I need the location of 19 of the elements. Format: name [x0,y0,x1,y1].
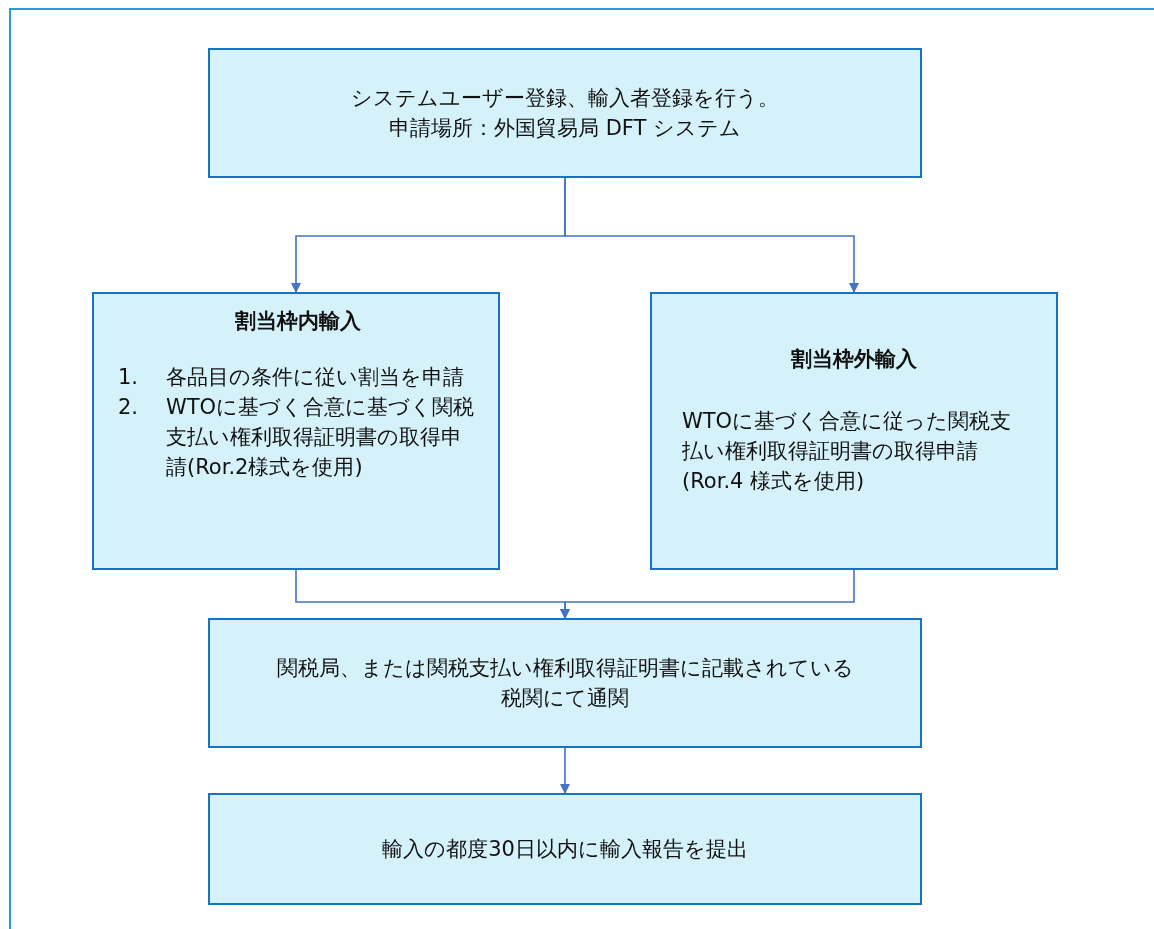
arrow [560,569,855,619]
arrow [564,177,859,293]
box-text: 関税局、または関税支払い権利取得証明書に記載されている税関にて通関 [275,655,855,712]
process-box [208,793,922,905]
box-text: 輸入の都度30日以内に輸入報告を提出 [382,836,748,863]
box-heading: 割当枠外輸入 [791,346,917,373]
process-box [208,48,922,178]
list-item: WTOに基づく合意に基づく関税支払い権利取得証明書の取得申請(Ror.2様式を使用) [166,394,476,481]
box-text: システムユーザー登録、輸入者登録を行う。 [351,85,779,112]
box-heading: 割当枠内輸入 [234,308,362,335]
box-text: 申請場所：外国貿易局 DFT システム [388,115,742,142]
process-box [208,618,922,748]
list-item: 各品目の条件に従い割当を申請 [166,364,464,391]
list-number: 1. [118,364,140,391]
process-box [92,292,500,570]
process-box [650,292,1058,570]
arrow [560,747,570,794]
list-number: 2. [118,394,140,421]
box-text: WTOに基づく合意に従った関税支払い権利取得証明書の取得申請 (Ror.4 様式を使用) [682,408,1013,495]
